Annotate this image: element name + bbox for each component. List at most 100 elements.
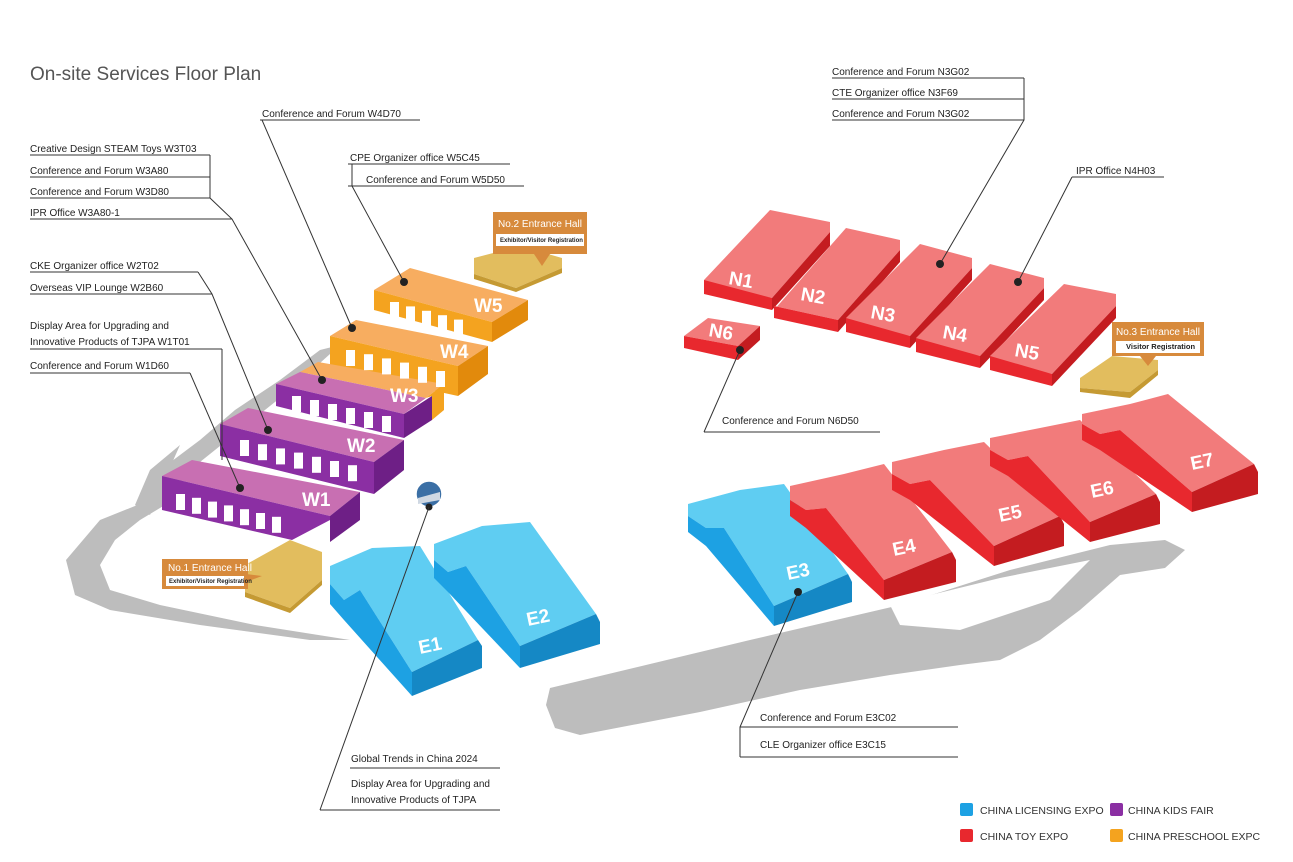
hall-n1[interactable] — [704, 210, 830, 310]
roads — [66, 345, 1185, 735]
hall-window — [418, 366, 427, 383]
hall-window — [330, 461, 339, 477]
label-w5-cpe: CPE Organizer office W5C45 — [350, 153, 480, 164]
road-west-loop — [135, 445, 180, 515]
plaza-marker[interactable] — [415, 480, 443, 511]
entrance-no1-sub: Exhibitor/Visitor Registration — [169, 579, 252, 585]
legend-item-kids: CHINA KIDS FAIR — [1110, 803, 1214, 817]
hall-label-w4: W4 — [440, 342, 469, 363]
svg-text:CHINA KIDS FAIR: CHINA KIDS FAIR — [1128, 805, 1214, 817]
hall-e1[interactable] — [330, 546, 482, 696]
hall-e4[interactable] — [790, 464, 956, 600]
hall-e3[interactable] — [688, 484, 852, 626]
label-w2-cke: CKE Organizer office W2T02 — [30, 261, 159, 272]
hall-n5[interactable] — [990, 284, 1116, 386]
legend-item-licensing: CHINA LICENSING EXPO — [960, 803, 1104, 817]
hall-window — [346, 350, 355, 366]
hall-window — [312, 456, 321, 473]
label-w1-forum: Conference and Forum W1D60 — [30, 361, 169, 372]
hall-label-w5: W5 — [474, 296, 503, 317]
hall-window — [400, 362, 409, 379]
entrance-no2-callout[interactable]: No.2 Entrance Hall Exhibitor/Visitor Reg… — [493, 212, 587, 266]
hall-label-n5: N5 — [1013, 340, 1041, 365]
hall-window — [364, 354, 373, 371]
hall-window — [438, 315, 447, 332]
hall-window — [224, 505, 233, 522]
hall-label-n4: N4 — [941, 322, 969, 347]
hall-window — [454, 319, 463, 336]
label-display-2: Innovative Products of TJPA — [351, 795, 477, 806]
label-w3-steam: Creative Design STEAM Toys W3T03 — [30, 144, 197, 155]
entrance-no3-shape — [1080, 356, 1158, 392]
label-n6-forum: Conference and Forum N6D50 — [722, 416, 859, 427]
hall-window — [176, 494, 185, 510]
hall-label-n1: N1 — [727, 268, 755, 293]
hall-window — [272, 516, 281, 533]
hall-label-w2: W2 — [347, 436, 376, 457]
west-halls — [162, 268, 528, 542]
hall-e5[interactable] — [892, 442, 1064, 566]
hall-window — [422, 310, 431, 327]
north-halls — [684, 210, 1116, 386]
entrance-no3-callout[interactable]: No.3 Entrance Hall Visitor Registration — [1112, 322, 1204, 366]
hall-window — [364, 412, 373, 428]
label-w2-vip: Overseas VIP Lounge W2B60 — [30, 283, 164, 294]
hall-labels: W5 W4 W3 W2 W1 N1 N2 N3 N4 N5 N6 E1 E2 E… — [302, 268, 1216, 659]
entrance-no1-shape — [245, 540, 322, 608]
entrance-no3-title: No.3 Entrance Hall — [1116, 327, 1200, 338]
hall-window — [208, 501, 217, 518]
svg-text:CHINA TOY EXPO: CHINA TOY EXPO — [980, 831, 1068, 843]
hall-label-e4: E4 — [891, 535, 919, 560]
road-east-notch — [890, 560, 1090, 630]
hall-window — [276, 448, 285, 465]
label-w1-display-1: Display Area for Upgrading and — [30, 321, 169, 332]
callout-labels: Conference and Forum W4D70 Creative Desi… — [30, 67, 1156, 806]
hall-window — [310, 400, 319, 416]
hall-window — [390, 302, 399, 318]
hall-label-w1: W1 — [302, 490, 331, 511]
entrance-no2-title: No.2 Entrance Hall — [498, 219, 582, 230]
entrance-no2-sub: Exhibitor/Visitor Registration — [500, 238, 583, 244]
label-display-1: Display Area for Upgrading and — [351, 779, 490, 790]
label-n4-ipr: IPR Office N4H03 — [1076, 166, 1156, 177]
page-title: On-site Services Floor Plan — [30, 64, 262, 85]
hall-e6[interactable] — [990, 420, 1160, 542]
hall-window — [256, 513, 265, 529]
hall-window — [382, 358, 391, 375]
hall-label-n6: N6 — [707, 320, 735, 345]
hall-window — [292, 396, 301, 412]
label-w4-forum: Conference and Forum W4D70 — [262, 109, 401, 120]
entrance-no3-sub: Visitor Registration — [1126, 342, 1195, 351]
hall-e2[interactable] — [434, 522, 600, 668]
hall-label-e3: E3 — [785, 560, 812, 585]
entrance-no1-callout[interactable]: No.1 Entrance Hall Exhibitor/Visitor Reg… — [162, 559, 262, 589]
hall-label-e7: E7 — [1189, 450, 1216, 475]
legend: CHINA LICENSING EXPO CHINA KIDS FAIR CHI… — [960, 803, 1260, 843]
hall-window — [240, 440, 249, 456]
entrance-shapes — [245, 246, 1158, 613]
hall-n4[interactable] — [916, 264, 1044, 368]
label-e3-cle: CLE Organizer office E3C15 — [760, 740, 886, 751]
hall-w1[interactable] — [162, 460, 360, 542]
hall-windows — [176, 302, 463, 533]
legend-item-preschool: CHINA PRESCHOOL EXPC — [1110, 829, 1260, 843]
label-n3-cte: CTE Organizer office N3F69 — [832, 88, 958, 99]
hall-label-e5: E5 — [997, 501, 1025, 526]
label-w3-forum-d: Conference and Forum W3D80 — [30, 187, 169, 198]
svg-text:CHINA LICENSING EXPO: CHINA LICENSING EXPO — [980, 805, 1104, 817]
hall-window — [294, 452, 303, 469]
label-w5-forum: Conference and Forum W5D50 — [366, 175, 505, 186]
label-e3-forum: Conference and Forum E3C02 — [760, 713, 897, 724]
hall-label-w3: W3 — [390, 386, 419, 407]
east-halls — [330, 394, 1258, 696]
hall-label-e1: E1 — [417, 633, 445, 658]
entrance-no1-title: No.1 Entrance Hall — [168, 563, 252, 574]
legend-item-toy: CHINA TOY EXPO — [960, 829, 1068, 843]
hall-e7[interactable] — [1082, 394, 1258, 512]
hall-window — [348, 465, 357, 482]
hall-n6[interactable] — [684, 318, 760, 360]
hall-label-n3: N3 — [869, 302, 897, 327]
svg-text:CHINA PRESCHOOL EXPC: CHINA PRESCHOOL EXPC — [1128, 831, 1260, 843]
